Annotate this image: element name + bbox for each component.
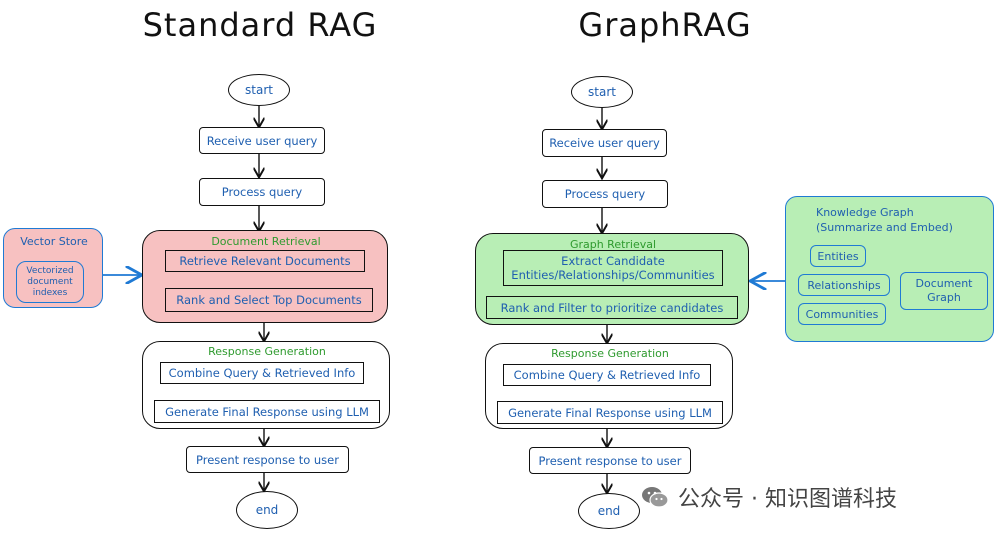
kg-document-graph-item: Document Graph (900, 272, 988, 310)
left-end-node: end (236, 491, 298, 529)
knowledge-graph-title: Knowledge Graph (Summarize and Embed) (816, 206, 953, 234)
kg-communities-item: Communities (798, 303, 886, 325)
right-retrieval-title: Graph Retrieval (569, 238, 657, 251)
left-retrieve-docs-node: Retrieve Relevant Documents (165, 250, 365, 272)
kg-relationships-item: Relationships (798, 274, 890, 296)
watermark: 公众号 · 知识图谱科技 (640, 482, 985, 512)
right-start-node: start (571, 76, 633, 108)
right-title: GraphRAG (578, 6, 752, 44)
right-receive-query-node: Receive user query (542, 129, 667, 157)
watermark-text: 公众号 · 知识图谱科技 (678, 487, 897, 512)
right-combine-node: Combine Query & Retrieved Info (503, 364, 711, 386)
wechat-icon (642, 487, 669, 508)
left-rank-docs-node: Rank and Select Top Documents (165, 288, 373, 312)
vectorized-indexes-item: Vectorized document indexes (16, 261, 84, 303)
left-generation-group: Response Generation (142, 341, 390, 429)
right-end-node: end (578, 493, 640, 529)
left-process-query-node: Process query (199, 178, 325, 206)
knowledge-graph-box: Knowledge Graph (Summarize and Embed) En… (785, 196, 994, 342)
vector-store-box: Vector Store Vectorized document indexes (3, 228, 103, 308)
vector-store-title: Vector Store (20, 235, 88, 248)
left-generation-title: Response Generation (208, 345, 326, 358)
right-process-query-node: Process query (542, 180, 668, 208)
left-combine-node: Combine Query & Retrieved Info (160, 362, 364, 384)
right-rank-filter-node: Rank and Filter to prioritize candidates (486, 296, 738, 319)
right-generation-group: Response Generation (485, 343, 733, 429)
kg-entities-item: Entities (810, 245, 866, 267)
right-generate-node: Generate Final Response using LLM (497, 401, 723, 424)
left-retrieval-group: Document Retrieval (142, 230, 388, 323)
right-generation-title: Response Generation (551, 347, 669, 360)
left-receive-query-node: Receive user query (199, 127, 325, 154)
left-present-node: Present response to user (186, 446, 349, 473)
right-extract-node: Extract Candidate Entities/Relationships… (503, 250, 723, 286)
right-retrieval-group: Graph Retrieval (475, 233, 749, 325)
left-generate-node: Generate Final Response using LLM (154, 400, 380, 423)
left-retrieval-title: Document Retrieval (211, 235, 321, 248)
right-present-node: Present response to user (529, 447, 691, 474)
left-title: Standard RAG (142, 6, 378, 44)
left-start-node: start (228, 74, 290, 106)
